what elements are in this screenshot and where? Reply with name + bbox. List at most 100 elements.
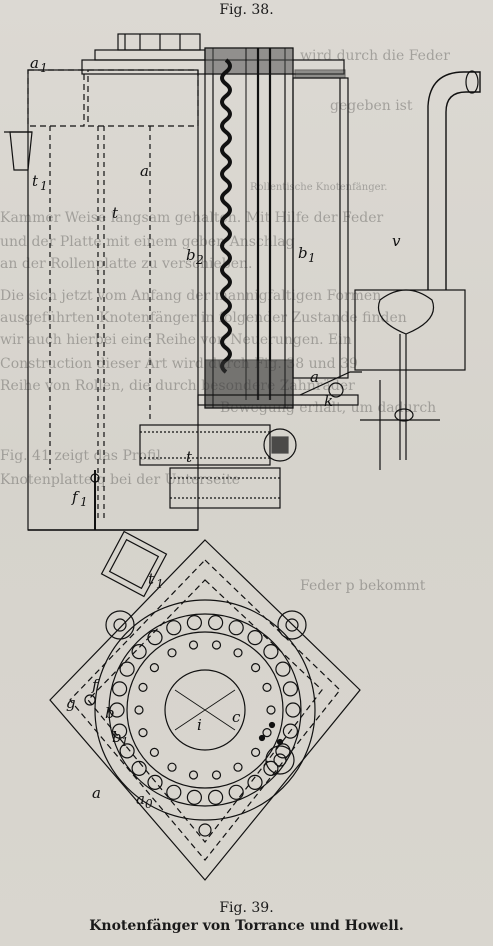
ghost-text-line: wir auch hierbei eine Reihe von Neuerung…: [0, 332, 352, 348]
valve-body: [378, 289, 434, 335]
inner-ring: [126, 631, 284, 789]
label-f1: f: [71, 488, 80, 506]
roller: [211, 640, 222, 650]
dot-mark: [276, 738, 284, 746]
roller: [266, 705, 276, 715]
label-b1: b: [298, 244, 308, 262]
roller: [138, 682, 148, 693]
rod-joint: [394, 408, 414, 422]
roller: [208, 614, 224, 631]
ghost-text-line: Rollentische Knotenfänger.: [250, 182, 387, 193]
label-a-lower: a: [310, 368, 319, 386]
dot-mark: [268, 721, 276, 729]
ghost-text-line: Fig. 41 zeigt das Profil: [0, 448, 161, 464]
label-b2-sub: 2: [195, 253, 204, 267]
pipe-mouth: [465, 70, 479, 94]
link-pivot: [328, 382, 344, 398]
diamond-frame-a0-dashed: [87, 579, 323, 843]
diamond-frame: [49, 539, 361, 881]
roller: [188, 770, 199, 780]
figure-caption: Knotenfänger von Torrance und Howell.: [89, 918, 404, 934]
figure-39-title: Fig. 39.: [219, 900, 274, 916]
roller: [167, 648, 177, 658]
ghost-text-line: ausgeführten Knotenfänger in folgender Z…: [0, 310, 407, 326]
roller: [166, 784, 182, 800]
ghost-text-line: Die sich jetzt vom Anfang der mannigfalt…: [0, 288, 381, 304]
roller: [263, 760, 279, 777]
label-t1: t: [148, 570, 155, 588]
ghost-text-line: an der Rollenplatte zu verschieben.: [0, 256, 252, 272]
hopper-inner-dashed: [87, 69, 199, 127]
hopper-t1: [100, 530, 168, 598]
gear-train: [139, 424, 271, 466]
figure-38-title: Fig. 38.: [219, 2, 274, 18]
roller: [111, 681, 128, 697]
bolt: [113, 618, 127, 632]
roller: [247, 774, 263, 791]
bolt: [285, 618, 299, 632]
roller: [147, 629, 163, 646]
label-f1-sub: 1: [80, 495, 88, 509]
roller: [131, 643, 147, 660]
bolt: [273, 753, 287, 767]
ghost-text-line: Kammer Weise langsam gehalten. Mit Hilfe…: [0, 210, 384, 226]
ghost-text-line: Feder p bekommt: [300, 578, 426, 594]
label-t-lower: t: [186, 448, 193, 466]
roller: [149, 662, 159, 673]
roller: [228, 784, 244, 800]
label-b: b: [105, 704, 115, 722]
roller: [134, 705, 144, 715]
label-a: a: [92, 784, 101, 802]
roller: [247, 629, 263, 646]
label-a1-sub: 1: [40, 61, 48, 75]
roller: [275, 661, 291, 677]
roller: [147, 774, 163, 791]
label-k: k: [324, 392, 333, 410]
roller: [186, 789, 202, 806]
lower-gear-box: [169, 467, 281, 509]
roller: [251, 747, 261, 758]
roller: [188, 640, 199, 650]
roller-ring: [108, 613, 302, 807]
roller: [282, 681, 298, 697]
roller: [285, 702, 301, 718]
label-g: g: [66, 694, 76, 712]
roller: [166, 620, 182, 636]
roller: [119, 661, 135, 677]
base-plate-a: [197, 394, 359, 406]
bolt-boss: [105, 610, 135, 640]
pipe-v: [427, 71, 481, 290]
roller: [282, 723, 298, 739]
label-v: v: [392, 232, 401, 250]
roller: [167, 762, 177, 772]
label-t1: t: [32, 172, 39, 190]
roller: [119, 743, 135, 759]
label-t1-sub: 1: [40, 179, 48, 193]
roller: [208, 789, 224, 806]
roller: [186, 614, 202, 631]
screw-b2: [220, 58, 232, 374]
roller: [111, 723, 128, 739]
roller: [262, 682, 272, 693]
roller: [109, 702, 125, 718]
label-t-main: t: [112, 204, 119, 222]
roller: [233, 648, 243, 658]
center-hub: [164, 669, 246, 751]
label-b1-sub: 1: [308, 251, 316, 265]
label-c: c: [232, 708, 241, 726]
foot-pivot: [90, 473, 100, 483]
ghost-text-line: Knotenplatte q bei der Unterseite: [0, 472, 240, 488]
label-t1-sub: 1: [156, 577, 164, 591]
label-f: f: [91, 676, 100, 694]
roller: [149, 747, 159, 758]
dot-mark: [258, 734, 266, 742]
column-base-band: [204, 359, 294, 409]
roller: [251, 662, 261, 673]
roller-group: [109, 614, 301, 806]
roller: [211, 770, 222, 780]
label-a1: a: [30, 54, 39, 72]
label-b1: b: [112, 728, 122, 746]
roller: [138, 727, 148, 738]
